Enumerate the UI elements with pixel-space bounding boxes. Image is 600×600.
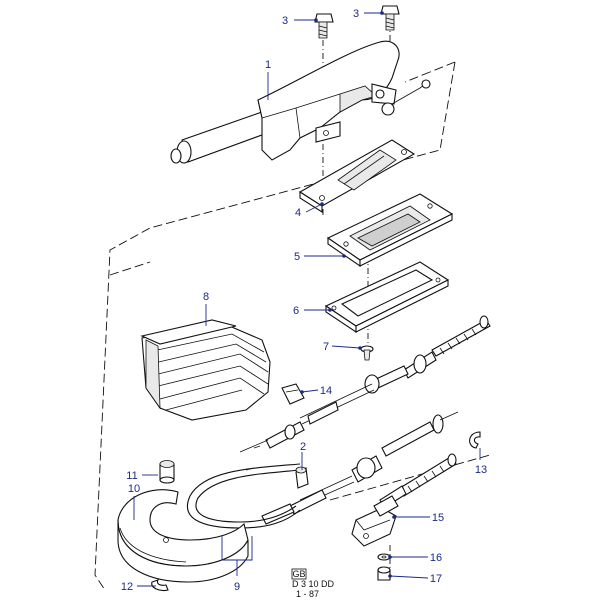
callout-15: 15 [432, 512, 444, 524]
callout-5: 5 [294, 251, 300, 263]
callout-13: 13 [475, 464, 487, 476]
grommet-plug [159, 460, 175, 484]
callout-labels: 3 3 1 4 5 6 7 8 14 2 11 10 13 15 16 17 1… [121, 8, 487, 593]
rubber-gaiter [140, 319, 271, 421]
callout-10: 10 [128, 483, 140, 495]
clip-12 [151, 579, 169, 592]
screw-7 [360, 345, 374, 361]
callout-3-right: 3 [353, 8, 359, 20]
callout-4: 4 [295, 207, 301, 219]
leader-dots [300, 11, 396, 578]
bolt-right [380, 5, 400, 31]
console-housing [117, 489, 249, 583]
bolt-17 [377, 566, 391, 581]
callout-2: 2 [300, 441, 306, 453]
drawing-number: D 3 10 DD [292, 579, 335, 589]
retaining-clip-14 [281, 383, 305, 405]
guide-plate [298, 139, 416, 214]
country-code-box [291, 568, 307, 580]
equaliser-cable [186, 463, 301, 529]
country-code: GB [292, 569, 305, 579]
callout-6: 6 [293, 305, 299, 317]
callout-3-left: 3 [282, 15, 288, 27]
callout-17: 17 [430, 573, 442, 585]
callout-12: 12 [121, 581, 133, 593]
mounting-bracket [351, 495, 399, 547]
callout-14: 14 [320, 385, 332, 397]
callout-16: 16 [430, 552, 442, 564]
cable-lower [245, 411, 459, 525]
handbrake-lever [170, 40, 431, 164]
callout-7: 7 [323, 341, 329, 353]
seal-frame [324, 261, 450, 334]
callout-1: 1 [265, 59, 271, 71]
drawing-date: 1 - 87 [296, 589, 319, 599]
leader-lines [133, 12, 481, 587]
callout-9: 9 [234, 581, 240, 593]
callout-8: 8 [203, 291, 209, 303]
drawing-code: GB D 3 10 DD 1 - 87 [291, 568, 335, 599]
callout-11: 11 [126, 470, 137, 482]
assembly-outline [94, 61, 491, 591]
gaiter-frame [326, 193, 454, 268]
adjuster-sleeve [295, 466, 309, 489]
bolt-left [314, 13, 334, 39]
cable-upper [239, 315, 491, 453]
circlip-13 [469, 431, 481, 449]
